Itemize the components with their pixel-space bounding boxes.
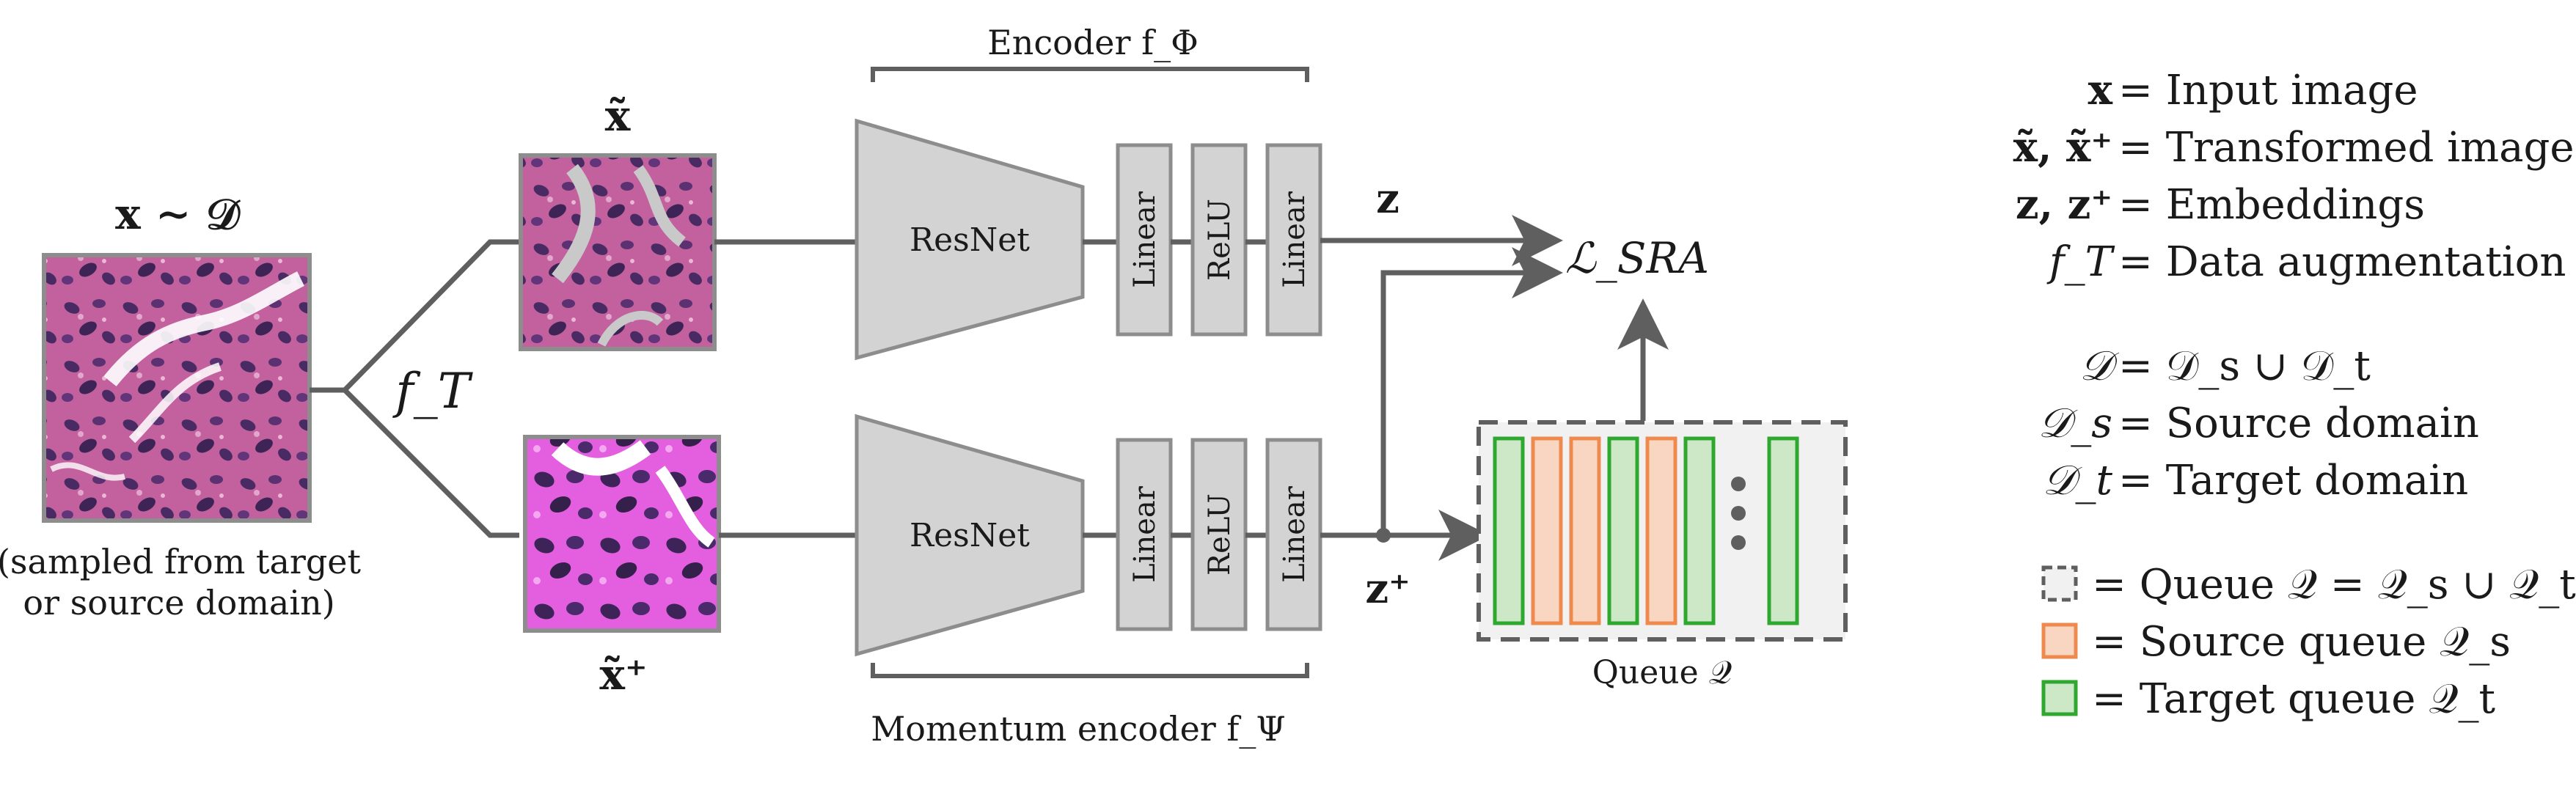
legend: x = Input image x̃, x̃⁺ = Transformed im… — [2013, 66, 2576, 723]
loss-label: ℒ_SRA — [1565, 233, 1709, 283]
legend-text-2: = Embeddings — [2118, 181, 2425, 229]
augmentation-fork — [310, 239, 519, 538]
legend-source-swatch — [2041, 622, 2078, 659]
legend-symbol-2: z, z⁺ — [2016, 180, 2112, 229]
legend-text-3: = Data augmentation — [2118, 238, 2566, 286]
augmentation-label: f_T — [392, 363, 473, 419]
encoder-resnet-block — [855, 118, 1085, 361]
legend-text-0: = Input image — [2118, 67, 2418, 114]
momentum-resnet-block — [855, 414, 1085, 657]
queue-ellipsis-dot — [1731, 477, 1746, 491]
queue-slot-source — [1569, 436, 1601, 625]
queue-slot-source — [1531, 436, 1563, 625]
zplus-to-loss-arrow — [1380, 247, 1563, 535]
legend-symbol-4: 𝒟 — [2079, 342, 2119, 390]
legend-target-swatch — [2041, 680, 2078, 716]
legend-text-9: = Target queue 𝒬_t — [2092, 675, 2495, 723]
momentum-relu-label: ReLU — [1203, 493, 1237, 576]
queue-slot-target — [1493, 436, 1525, 625]
bottom-view-label: x̃⁺ — [599, 650, 647, 699]
momentum-relu — [1190, 438, 1248, 631]
legend-symbol-3: f_T — [2046, 238, 2115, 286]
queue-label: Queue 𝒬 — [1592, 654, 1732, 691]
queue-slot-source — [1645, 436, 1677, 625]
legend-text-1: = Transformed images — [2118, 124, 2576, 172]
input-caption-line2: or source domain) — [23, 583, 334, 622]
momentum-title: Momentum encoder f_Ψ — [871, 709, 1286, 749]
queue-ellipsis-dot — [1731, 506, 1746, 521]
queue-slot-target — [1683, 436, 1716, 625]
legend-text-7: = Queue 𝒬 = 𝒬_s ∪ 𝒬_t — [2092, 561, 2576, 609]
queue-slot-target — [1607, 436, 1639, 625]
encoder-brace — [871, 67, 1309, 82]
legend-symbol-5: 𝒟_s — [2038, 400, 2112, 447]
momentum-brace — [871, 663, 1309, 678]
encoder-title: Encoder f_Φ — [987, 23, 1199, 62]
momentum-linear-2 — [1265, 438, 1322, 631]
queue-ellipsis-dot — [1731, 535, 1746, 550]
encoder-relu-label: ReLU — [1203, 199, 1237, 281]
legend-text-6: = Target domain — [2118, 457, 2468, 504]
input-label: x ∼ 𝒟 — [115, 189, 241, 239]
momentum-linear-2-label: Linear — [1278, 485, 1311, 583]
queue-slots — [1493, 436, 1799, 625]
encoder-resnet-label: ResNet — [910, 221, 1030, 259]
bottom-view-image — [523, 435, 721, 633]
legend-symbol-1: x̃, x̃⁺ — [2013, 123, 2112, 172]
encoder-linear-1-label: Linear — [1128, 191, 1162, 288]
encoder-linear-2 — [1265, 143, 1322, 337]
top-view-image — [519, 153, 717, 351]
top-view-label: x̃ — [605, 91, 631, 141]
momentum-linear-1-label: Linear — [1128, 485, 1162, 583]
input-caption-line1: (sampled from target — [0, 542, 362, 581]
legend-symbol-6: 𝒟_t — [2043, 457, 2113, 504]
legend-text-8: = Source queue 𝒬_s — [2092, 618, 2511, 666]
input-image — [42, 253, 312, 523]
legend-queue-swatch — [2041, 565, 2078, 602]
encoder-output-label: z — [1376, 175, 1399, 223]
momentum-resnet-label: ResNet — [910, 517, 1030, 554]
encoder-linear-2-label: Linear — [1278, 191, 1311, 288]
legend-text-5: = Source domain — [2118, 400, 2479, 447]
momentum-output-label: z⁺ — [1365, 565, 1410, 613]
legend-symbol-0: x — [2088, 66, 2113, 114]
queue-slot-target — [1767, 436, 1799, 625]
legend-text-4: = 𝒟_s ∪ 𝒟_t — [2118, 342, 2371, 390]
